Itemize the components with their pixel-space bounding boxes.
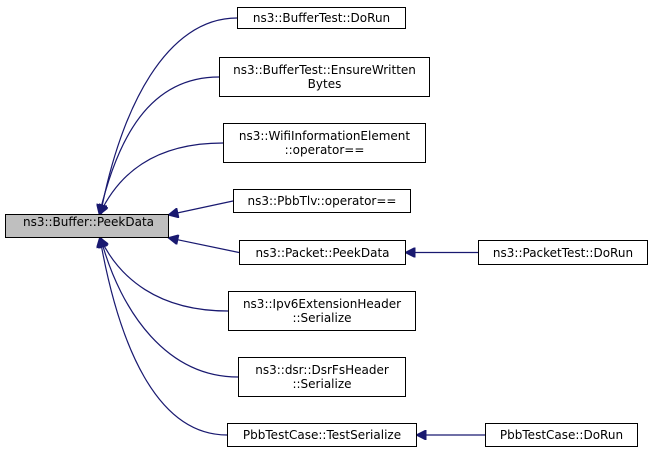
edge-ipv6_serialize-to-buffer_peekdata bbox=[100, 238, 229, 312]
edge-buffertest_ensure-to-buffer_peekdata bbox=[99, 76, 220, 214]
edge-buffertest_dorun-to-buffer_peekdata bbox=[101, 17, 238, 214]
node-pbbtestcase-dorun[interactable]: PbbTestCase::DoRun bbox=[485, 423, 638, 447]
node-packettest-dorun[interactable]: ns3::PacketTest::DoRun bbox=[478, 240, 648, 265]
node-dsrfsheader-serialize[interactable]: ns3::dsr::DsrFsHeader ::Serialize bbox=[238, 357, 406, 397]
node-buffer-peekdata[interactable]: ns3::Buffer::PeekData bbox=[5, 214, 169, 238]
edge-pbbtlv_operator-to-buffer_peekdata bbox=[169, 200, 234, 215]
node-packet-peekdata[interactable]: ns3::Packet::PeekData bbox=[239, 240, 406, 265]
node-label: PbbTestCase::DoRun bbox=[499, 428, 624, 442]
node-label: ns3::PacketTest::DoRun bbox=[492, 245, 634, 260]
node-buffertest-ensurewrittenbytes[interactable]: ns3::BufferTest::EnsureWritten Bytes bbox=[219, 57, 430, 97]
node-label-line2: Bytes bbox=[307, 77, 342, 91]
edge-pbb_testserialize-to-buffer_peekdata bbox=[100, 238, 228, 436]
edge-packet_peekdata-to-buffer_peekdata bbox=[169, 238, 240, 254]
node-pbbtlv-operator[interactable]: ns3::PbbTlv::operator== bbox=[233, 189, 411, 213]
node-label-line1: ns3::dsr::DsrFsHeader bbox=[255, 363, 389, 377]
node-label: ns3::Packet::PeekData bbox=[255, 245, 390, 260]
node-buffertest-dorun[interactable]: ns3::BufferTest::DoRun bbox=[237, 7, 406, 29]
node-label-line1: ns3::BufferTest::EnsureWritten bbox=[233, 63, 416, 77]
node-wifiinformationelement-operator[interactable]: ns3::WifiInformationElement ::operator== bbox=[223, 123, 426, 163]
node-label: ns3::BufferTest::DoRun bbox=[252, 11, 391, 25]
node-label: PbbTestCase::TestSerialize bbox=[242, 428, 402, 442]
node-ipv6extensionheader-serialize[interactable]: ns3::Ipv6ExtensionHeader ::Serialize bbox=[228, 291, 416, 331]
node-label-line2: ::Serialize bbox=[292, 377, 352, 391]
node-pbbtestcase-testserialize[interactable]: PbbTestCase::TestSerialize bbox=[227, 423, 417, 447]
node-label-line2: ::Serialize bbox=[292, 311, 352, 325]
node-label-line2: ::operator== bbox=[284, 143, 365, 157]
node-label-line1: ns3::WifiInformationElement bbox=[238, 129, 411, 143]
node-label-line1: ns3::Ipv6ExtensionHeader bbox=[242, 297, 402, 311]
edge-wifi_operator-to-buffer_peekdata bbox=[100, 142, 224, 214]
node-label: ns3::PbbTlv::operator== bbox=[247, 194, 397, 208]
edge-dsr_serialize-to-buffer_peekdata bbox=[101, 238, 239, 378]
node-label: ns3::Buffer::PeekData bbox=[22, 215, 155, 229]
